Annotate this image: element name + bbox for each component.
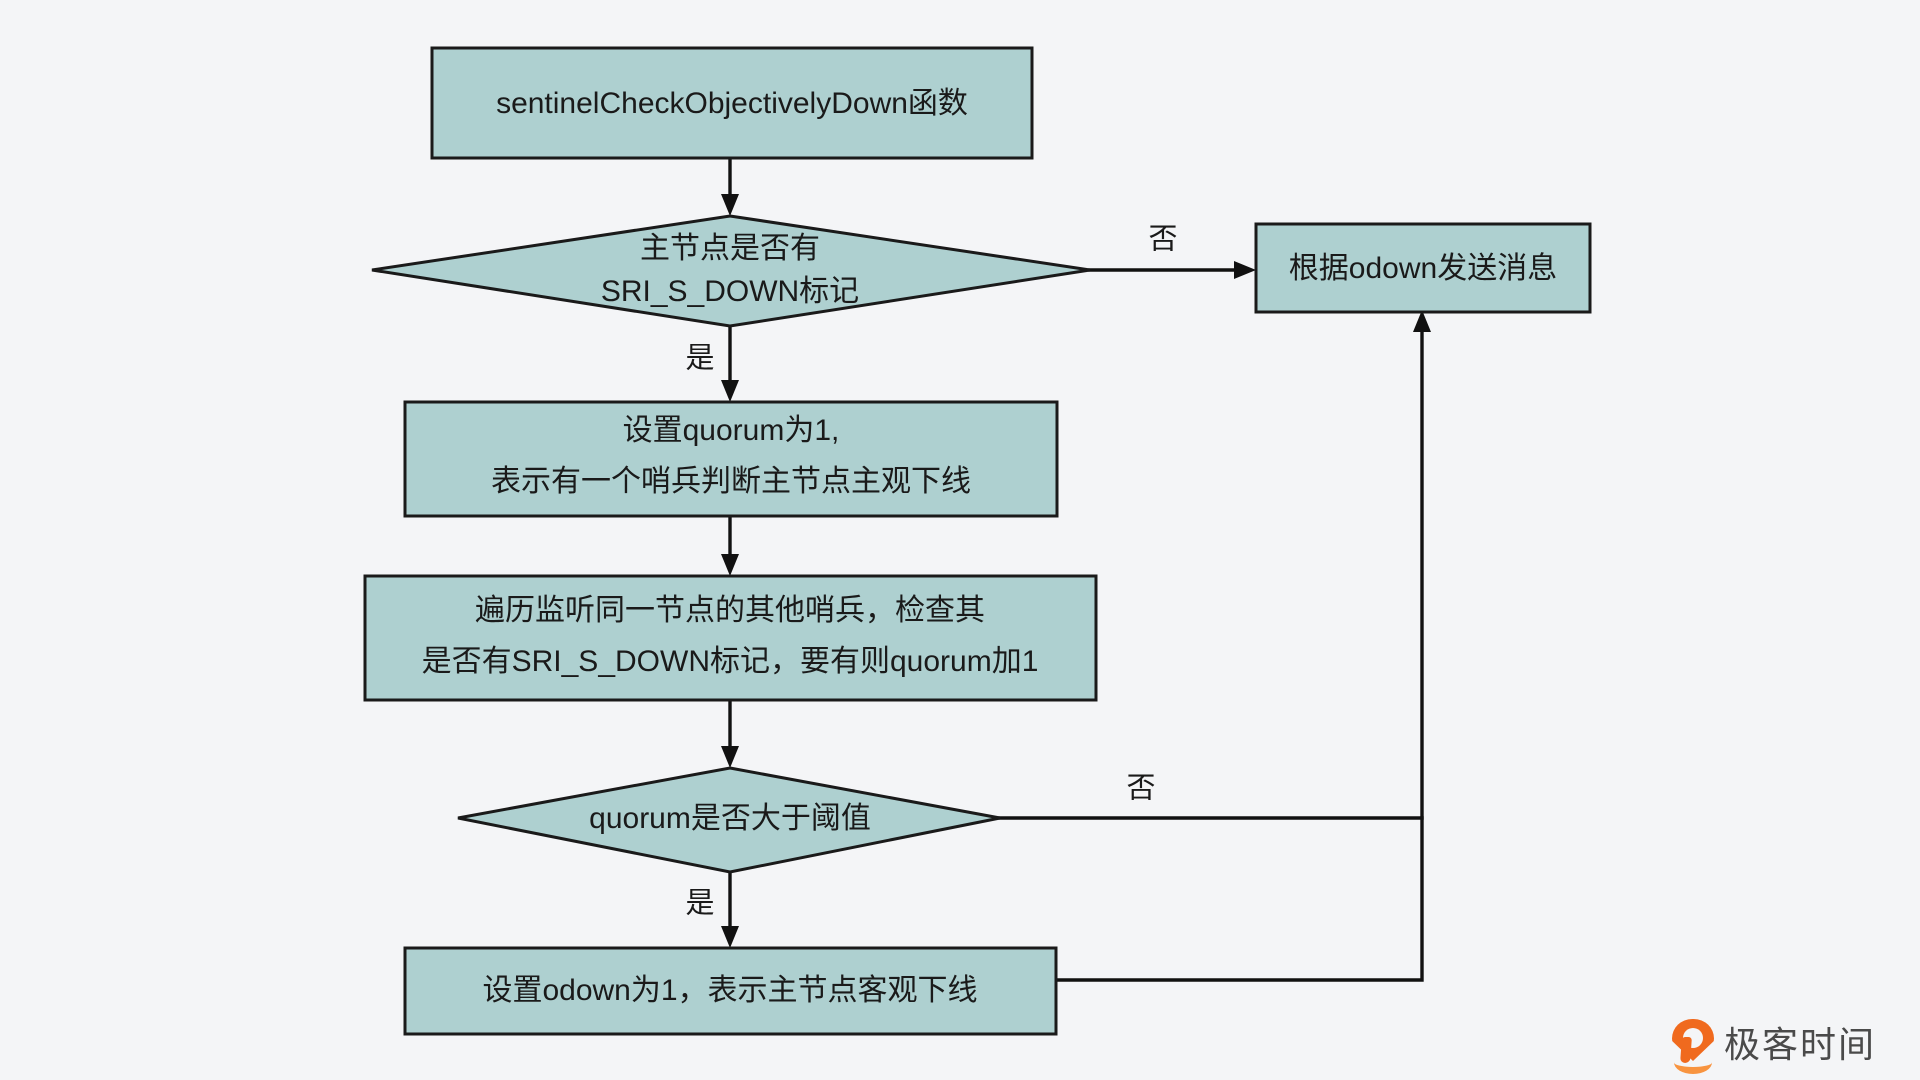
- brand-watermark: 极客时间: [1672, 1016, 1877, 1074]
- node-decision-quorum-label: quorum是否大于阈值: [589, 802, 871, 835]
- geektime-pin-icon: [1672, 1019, 1714, 1074]
- edge-start-to-decision-sdown: [721, 156, 739, 216]
- node-decision-sdown-line1: 主节点是否有: [640, 232, 820, 265]
- node-set-quorum[interactable]: 设置quorum为1, 表示有一个哨兵判断主节点主观下线: [403, 400, 1059, 518]
- edge-iterate-to-decision-quorum: [721, 698, 739, 768]
- edge-label-sdown-no: 否: [1148, 224, 1177, 256]
- edge-decision-sdown-yes: [721, 324, 739, 402]
- brand-name: 极客时间: [1724, 1025, 1877, 1066]
- node-iterate-sentinels-line2: 是否有SRI_S_DOWN标记，要有则quorum加1: [422, 645, 1039, 678]
- edge-decision-sdown-no: [1088, 261, 1256, 279]
- node-set-quorum-line2: 表示有一个哨兵判断主节点主观下线: [491, 465, 971, 498]
- edge-label-sdown-yes: 是: [685, 343, 714, 375]
- edge-setquorum-to-iterate: [721, 514, 739, 576]
- node-set-odown[interactable]: 设置odown为1，表示主节点客观下线: [403, 946, 1058, 1036]
- node-send-msg[interactable]: 根据odown发送消息: [1254, 222, 1592, 314]
- node-start[interactable]: sentinelCheckObjectivelyDown函数: [430, 46, 1034, 160]
- edge-decision-quorum-yes: [721, 870, 739, 948]
- edge-label-quorum-yes: 是: [685, 888, 714, 920]
- node-iterate-sentinels[interactable]: 遍历监听同一节点的其他哨兵，检查其 是否有SRI_S_DOWN标记，要有则quo…: [363, 574, 1098, 702]
- node-set-odown-label: 设置odown为1，表示主节点客观下线: [482, 974, 977, 1007]
- node-set-quorum-line1: 设置quorum为1,: [623, 414, 840, 447]
- node-start-label: sentinelCheckObjectivelyDown函数: [496, 87, 968, 120]
- edge-decision-quorum-no: [998, 310, 1431, 820]
- node-iterate-sentinels-line1: 遍历监听同一节点的其他哨兵，检查其: [475, 594, 985, 627]
- edge-label-quorum-no: 否: [1126, 773, 1155, 805]
- node-decision-sdown[interactable]: 主节点是否有 SRI_S_DOWN标记: [371, 214, 1091, 328]
- node-decision-quorum[interactable]: quorum是否大于阈值: [457, 766, 1001, 874]
- edge-setodown-to-send-msg: [1054, 816, 1424, 982]
- node-send-msg-label: 根据odown发送消息: [1289, 252, 1557, 285]
- node-decision-sdown-line2: SRI_S_DOWN标记: [601, 275, 859, 308]
